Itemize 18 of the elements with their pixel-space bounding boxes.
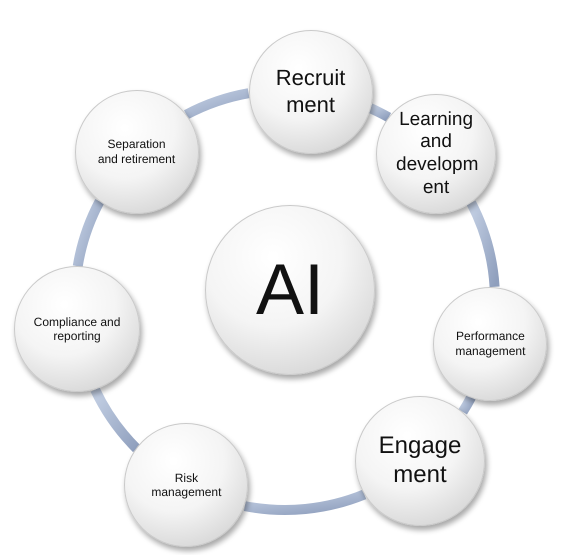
ring-connector bbox=[184, 88, 250, 120]
ring-connector bbox=[72, 199, 104, 268]
process-circle bbox=[124, 423, 248, 548]
process-circle bbox=[376, 94, 496, 214]
circle-label: Engage ment bbox=[378, 432, 462, 490]
circle-label: Separation and retirement bbox=[96, 137, 176, 166]
ring-connector bbox=[90, 387, 140, 452]
circle-label: Compliance and reporting bbox=[32, 314, 122, 344]
circle-label: Recruit ment bbox=[274, 65, 346, 118]
circle-label: Performance management bbox=[454, 329, 526, 358]
ring-connector bbox=[244, 490, 366, 515]
ring-connector bbox=[466, 200, 500, 288]
circle-label: Risk management bbox=[150, 471, 222, 500]
circle-label: Learning and developm ent bbox=[396, 108, 476, 200]
process-circle bbox=[354, 396, 485, 526]
ring-connector bbox=[368, 104, 392, 122]
ring-connector bbox=[458, 394, 476, 415]
circle-label: AI bbox=[254, 248, 326, 332]
